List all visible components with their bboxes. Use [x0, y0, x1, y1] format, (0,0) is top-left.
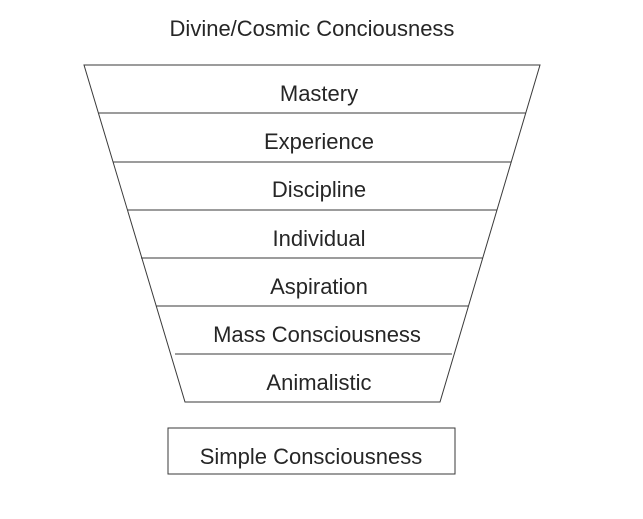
- diagram-title: Divine/Cosmic Conciousness: [170, 16, 455, 41]
- level-discipline: Discipline: [272, 177, 366, 202]
- funnel-levels: Mastery Experience Discipline Individual…: [213, 81, 421, 395]
- level-experience: Experience: [264, 129, 374, 154]
- level-animalistic: Animalistic: [266, 370, 371, 395]
- funnel-dividers: [98, 112, 526, 355]
- funnel-outline: [83, 64, 541, 403]
- level-aspiration: Aspiration: [270, 274, 368, 299]
- base-label: Simple Consciousness: [200, 444, 423, 469]
- base-box: [167, 427, 456, 475]
- level-mastery: Mastery: [280, 81, 358, 106]
- level-individual: Individual: [273, 226, 366, 251]
- level-mass-consciousness: Mass Consciousness: [213, 322, 421, 347]
